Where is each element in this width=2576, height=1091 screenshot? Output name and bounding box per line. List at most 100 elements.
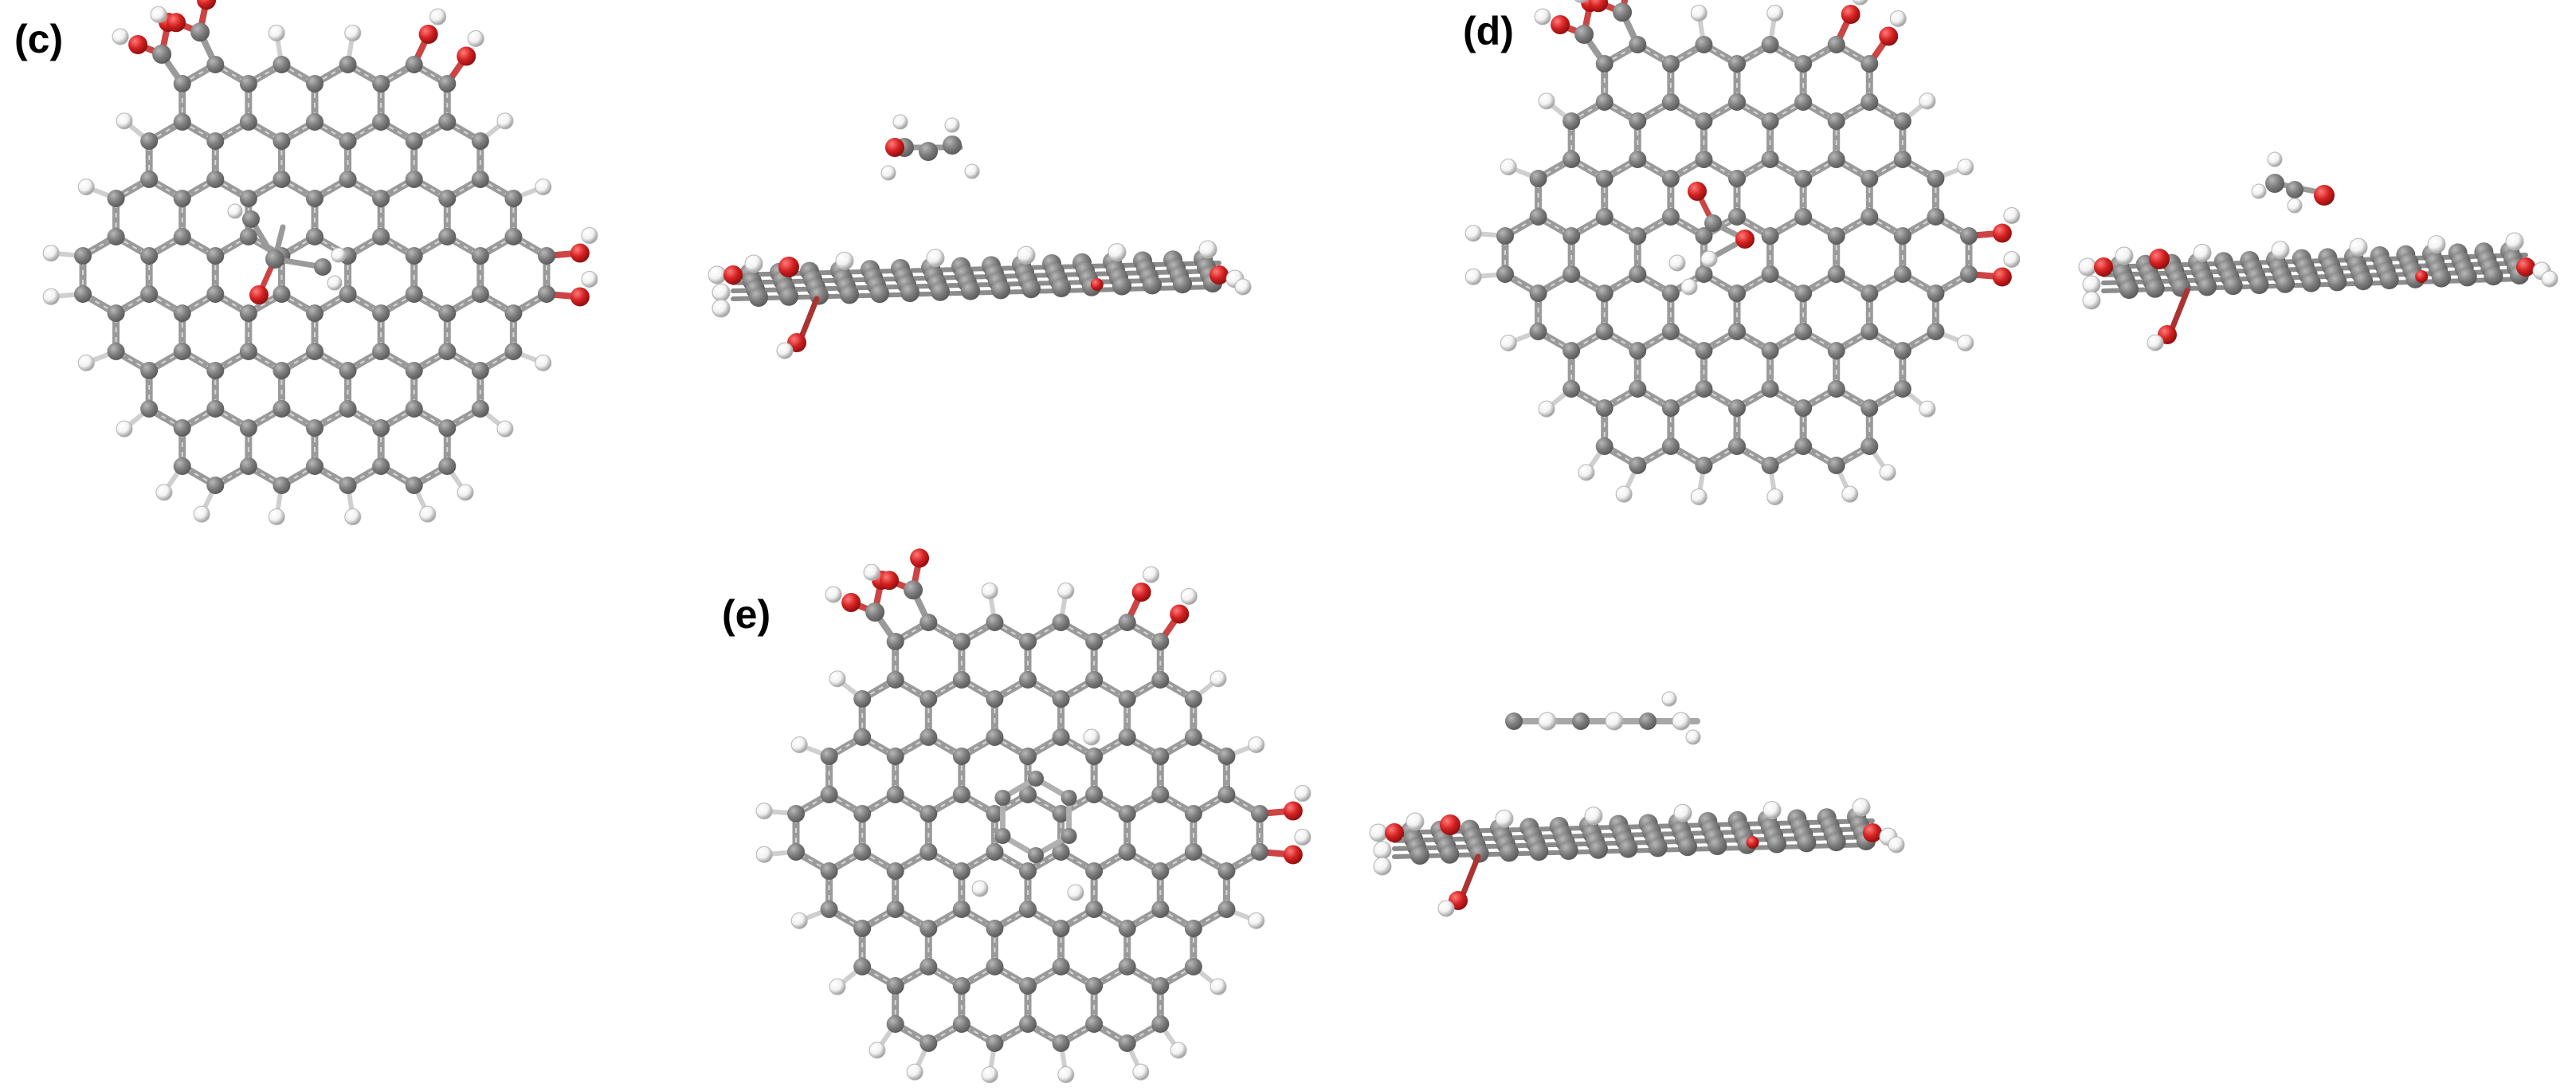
carbon-atom [994, 828, 1011, 844]
hydrogen-atom [535, 179, 552, 196]
hydrogen-atom [776, 342, 794, 359]
carbon-atom [173, 75, 191, 92]
carbon-atom [1184, 920, 1202, 937]
hydrogen-atom [1210, 978, 1227, 995]
carbon-atom [306, 419, 323, 437]
carbon-atom [1410, 846, 1429, 865]
oxygen-atom [1735, 230, 1755, 249]
hydrogen-atom [1538, 712, 1557, 731]
hydrogen-atom [467, 29, 484, 47]
carbon-atom [1028, 847, 1044, 863]
hydrogen-atom [1766, 489, 1784, 506]
carbon-atom [1217, 748, 1236, 765]
oxygen-atom [1551, 15, 1570, 35]
carbon-atom [1629, 112, 1647, 130]
hydrogen-atom [971, 880, 989, 897]
hydrogen-atom [1373, 841, 1392, 860]
carbon-atom [1562, 227, 1581, 245]
carbon-atom [173, 304, 191, 322]
carbon-atom [1695, 457, 1713, 474]
carbon-atom [961, 281, 980, 300]
carbon-atom [206, 477, 225, 494]
hydrogen-atom [863, 563, 880, 581]
carbon-atom [986, 690, 1004, 708]
graphene-sheet [755, 548, 1312, 1084]
hydrogen-atom [2003, 250, 2021, 268]
carbon-atom [952, 901, 970, 918]
carbon-atom [1562, 380, 1581, 398]
carbon-atom [1728, 208, 1746, 226]
carbon-atom [438, 304, 457, 322]
carbon-atom [173, 457, 191, 475]
carbon-atom [471, 362, 489, 379]
carbon-atom [1052, 728, 1070, 746]
hydrogen-atom [1500, 334, 1517, 351]
carbon-atom [405, 132, 423, 150]
carbon-atom [306, 304, 323, 322]
oxygen-atom [1440, 814, 1461, 835]
carbon-atom [1595, 399, 1613, 417]
carbon-atom [173, 343, 191, 360]
hydrogen-atom [1248, 912, 1265, 929]
carbon-atom [272, 56, 291, 73]
carbon-atom [265, 249, 284, 269]
carbon-atom [1648, 838, 1668, 857]
carbon-atom [840, 285, 859, 304]
carbon-atom [1118, 805, 1136, 822]
carbon-atom [339, 400, 357, 418]
hydrogen-atom [744, 254, 763, 273]
oxygen-atom [885, 138, 904, 157]
carbon-atom [1184, 805, 1202, 822]
hydrogen-atom [790, 736, 808, 754]
carbon-atom [991, 280, 1010, 300]
hydrogen-atom [835, 251, 854, 270]
hydrogen-atom [112, 28, 129, 45]
hydrogen-atom [2427, 235, 2446, 254]
hydrogen-atom [1538, 92, 1555, 110]
hydrogen-atom [581, 270, 598, 288]
carbon-atom [1019, 786, 1037, 803]
hydrogen-atom [1057, 1066, 1075, 1084]
hydrogen-atom [42, 245, 60, 262]
carbon-atom [1618, 838, 1638, 858]
oxygen-atom [2314, 185, 2335, 206]
carbon-atom [787, 843, 806, 861]
hydrogen-atom [880, 165, 896, 181]
carbon-atom [504, 343, 523, 360]
carbon-atom [1019, 633, 1037, 650]
carbon-atom [1595, 93, 1613, 111]
carbon-atom [1761, 265, 1779, 283]
carbon-atom [405, 400, 423, 418]
hydrogen-atom [2003, 207, 2021, 225]
hydrogen-atom [944, 117, 960, 133]
hydrogen-atom [496, 420, 514, 438]
hydrogen-atom [2271, 241, 2290, 260]
hydrogen-atom [1083, 728, 1100, 746]
hydrogen-atom [1615, 485, 1633, 503]
carbon-atom [471, 132, 489, 150]
carbon-atom [1595, 285, 1613, 302]
carbon-atom [1151, 901, 1170, 918]
carbon-atom [919, 142, 938, 161]
carbon-atom [1061, 790, 1077, 806]
bond [798, 296, 820, 342]
carbon-atom [1767, 834, 1786, 854]
carbon-atom [339, 362, 357, 379]
carbon-atom [272, 362, 291, 379]
carbon-atom [239, 113, 257, 131]
carbon-atom [1052, 843, 1070, 861]
hydrogen-atom [1369, 823, 1388, 842]
carbon-atom [1562, 342, 1581, 359]
carbon-atom [1118, 614, 1136, 631]
carbon-atom [1794, 438, 1813, 455]
carbon-atom [405, 285, 423, 303]
carbon-atom [1728, 438, 1746, 455]
oxygen-atom [167, 13, 186, 33]
carbon-atom [1678, 837, 1697, 857]
hydrogen-atom [227, 203, 243, 219]
carbon-atom [1860, 323, 1879, 340]
carbon-atom [107, 228, 125, 245]
hydrogen-atom [1852, 0, 1868, 6]
oxygen-atom [1863, 823, 1882, 842]
carbon-atom [787, 805, 806, 822]
